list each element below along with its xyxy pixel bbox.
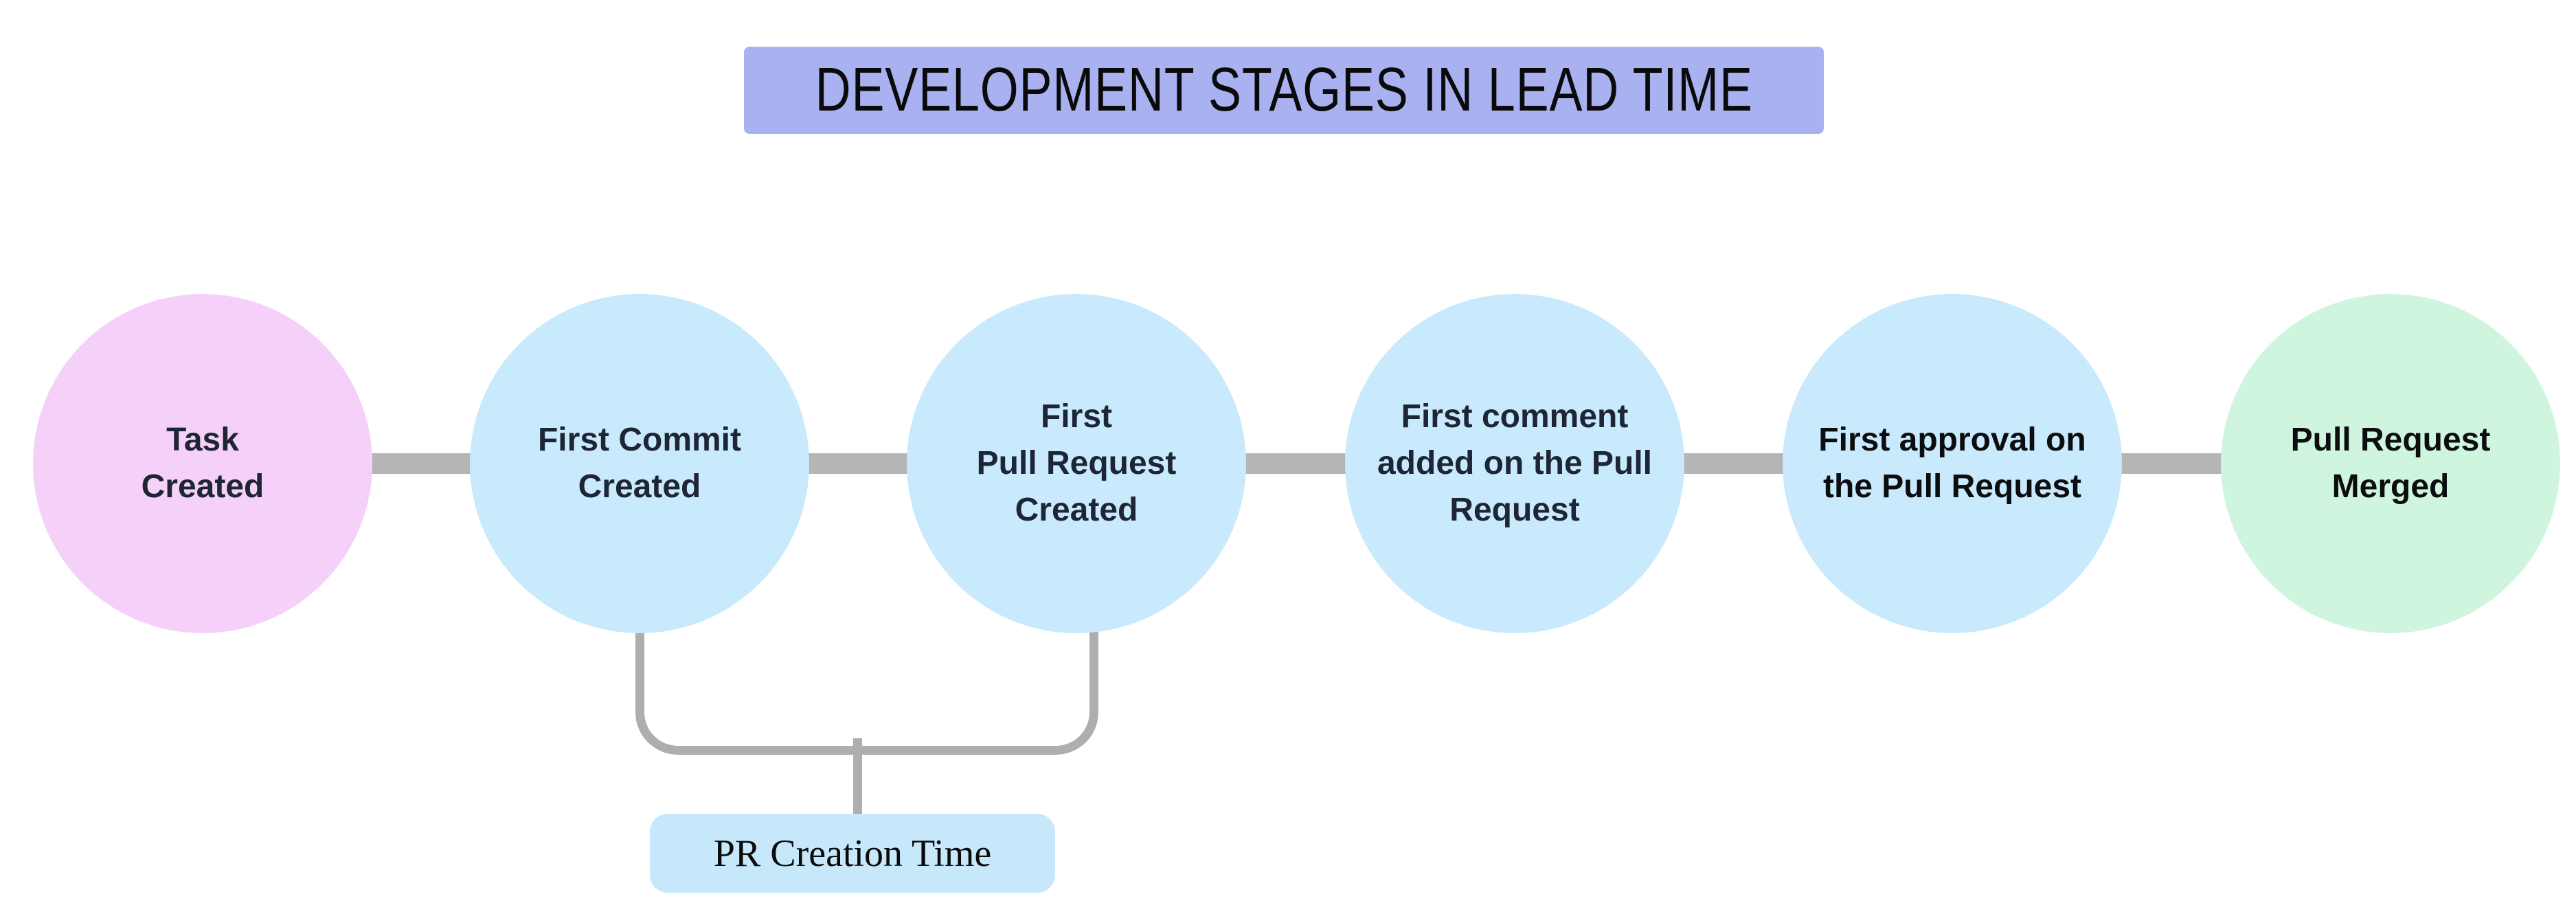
stage-node-first-commit-created: First Commit Created: [470, 294, 809, 633]
stage-node-label: First Pull Request Created: [976, 398, 1177, 529]
stage-node-label: First approval on the Pull Request: [1818, 421, 2086, 505]
pr-creation-bracket-stem: [853, 738, 862, 817]
stage-node-label: First Commit Created: [537, 421, 741, 505]
stage-node-first-pull-request-created: First Pull Request Created: [907, 294, 1246, 633]
pr-creation-time-label: PR Creation Time: [650, 814, 1055, 893]
stage-node-label: Pull Request Merged: [2290, 421, 2491, 505]
stage-node-label: Task Created: [141, 421, 264, 505]
stage-node-pull-request-merged: Pull Request Merged: [2221, 294, 2560, 633]
title-banner: DEVELOPMENT STAGES IN LEAD TIME: [744, 47, 1824, 134]
pr-creation-bracket: [635, 618, 1098, 755]
page-title: DEVELOPMENT STAGES IN LEAD TIME: [815, 56, 1753, 124]
stage-node-first-comment-added: First comment added on the Pull Request: [1345, 294, 1684, 633]
stage-node-first-approval: First approval on the Pull Request: [1783, 294, 2122, 633]
stage-node-task-created: Task Created: [33, 294, 372, 633]
stage-node-label: First comment added on the Pull Request: [1377, 398, 1652, 529]
